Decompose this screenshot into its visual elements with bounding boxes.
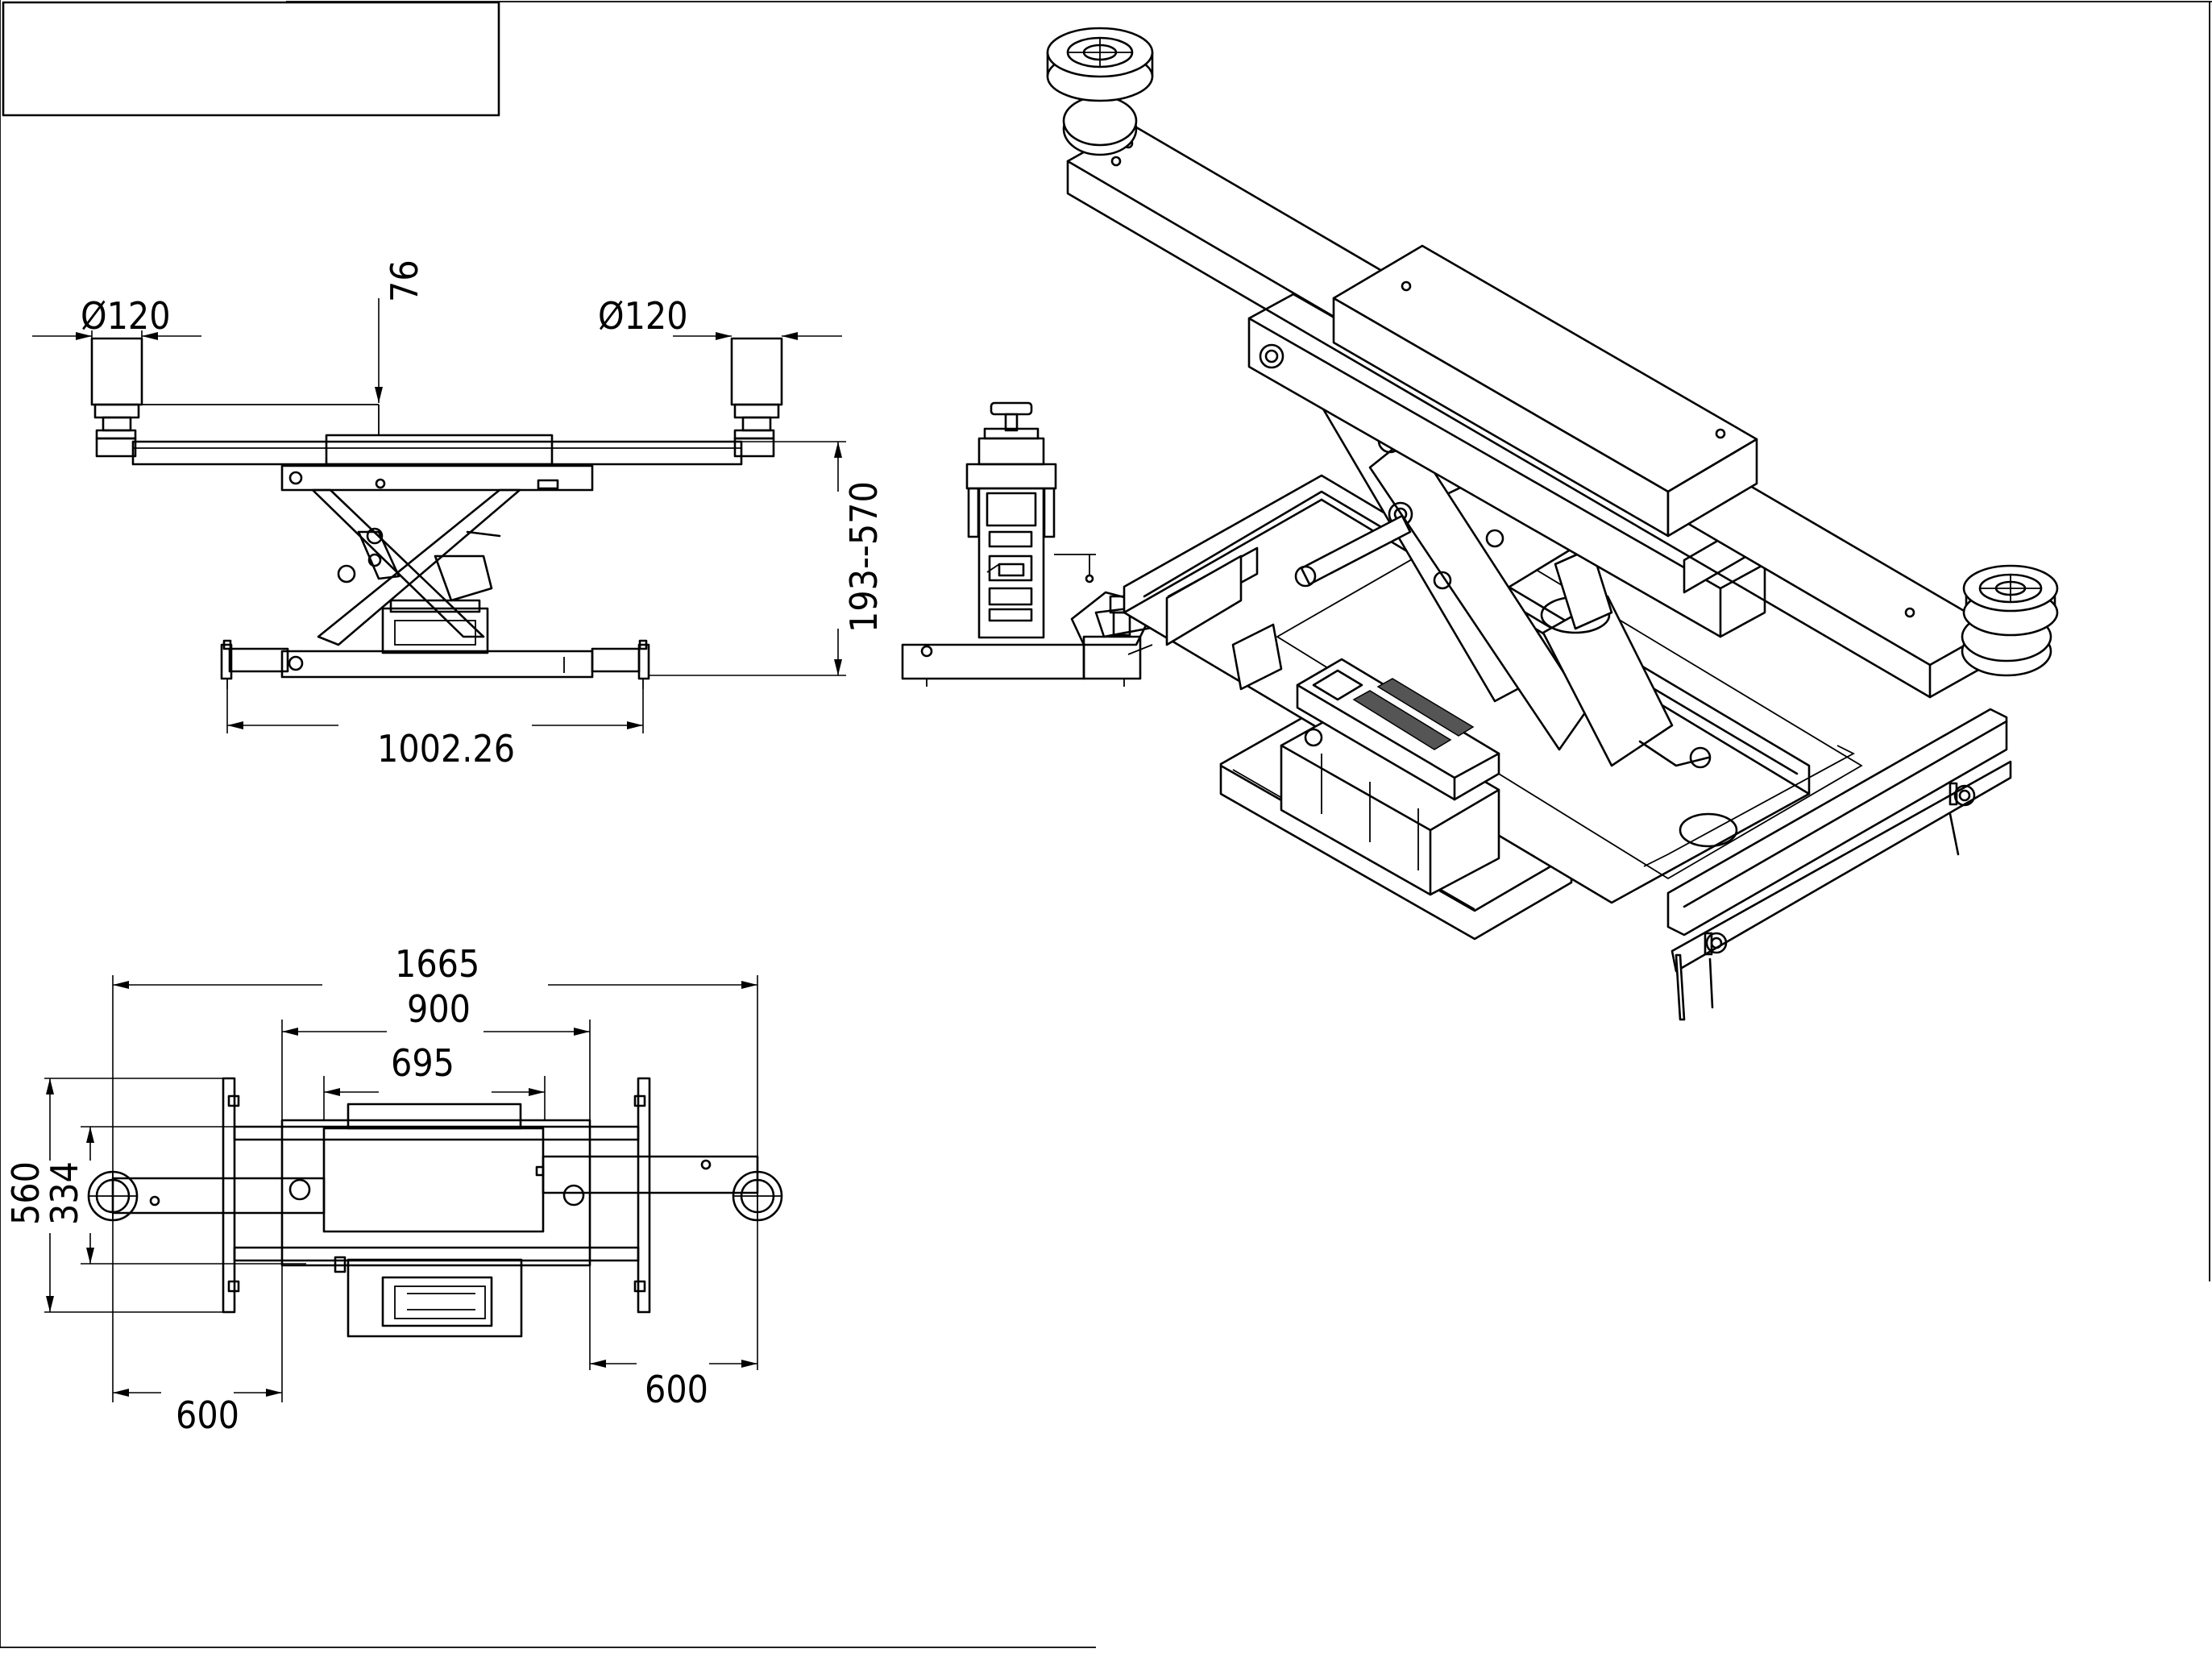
support-rod [1300,514,1412,586]
hydraulic-cylinder-side [434,554,493,602]
dim-arm-extension-left: 600 [176,1393,239,1437]
pump-unit-side [381,607,489,654]
front-crossbar [1666,708,2008,937]
dim-top-plate-length: 695 [391,1041,454,1085]
right-pad-plan [732,1170,783,1222]
end-view-pad [990,401,1033,416]
dim-pad-height: 76 [383,260,426,302]
pump-unit-iso [1280,658,1500,896]
dim-lift-height-range: 193--570 [842,481,886,633]
top-plate [325,434,554,466]
scissor-arm-a [311,488,485,638]
top-plan-view: 1665 900 695 560 334 600 600 [4,942,783,1437]
dim-pad-diameter-left: Ø120 [81,294,171,338]
left-pad-plan [87,1170,139,1222]
scissor-arm-b [317,488,521,646]
upper-frame [280,464,594,492]
left-pad-iso [1046,27,1154,156]
dim-inner-width: 334 [43,1161,86,1225]
isometric-view [1046,27,2059,1021]
dim-arm-extension-right: 600 [645,1368,708,1411]
right-pad-iso [1961,564,2059,677]
base-frame-left-rail [222,1077,236,1314]
pump-unit-plan [347,1258,523,1338]
side-elevation-view: Ø120 Ø120 76 193--570 1002.26 [32,260,886,770]
dim-base-width: 1002.26 [377,727,515,770]
base-frame-right-rail [637,1077,651,1314]
left-lift-pad [90,337,143,406]
top-plate-plan [322,1127,545,1233]
dim-pad-diameter-right: Ø120 [598,294,688,338]
dim-overall-width: 560 [4,1161,48,1225]
end-view-base [901,643,1085,680]
dim-overall-length: 1665 [395,942,479,986]
base-hole [1679,812,1738,848]
end-view [901,401,1170,687]
dim-frame-length: 900 [407,987,471,1031]
extension-arms [131,440,743,466]
title-block [2,1,500,117]
end-view-column [977,487,1045,639]
right-lift-pad [730,337,783,406]
base-frame [280,650,594,679]
